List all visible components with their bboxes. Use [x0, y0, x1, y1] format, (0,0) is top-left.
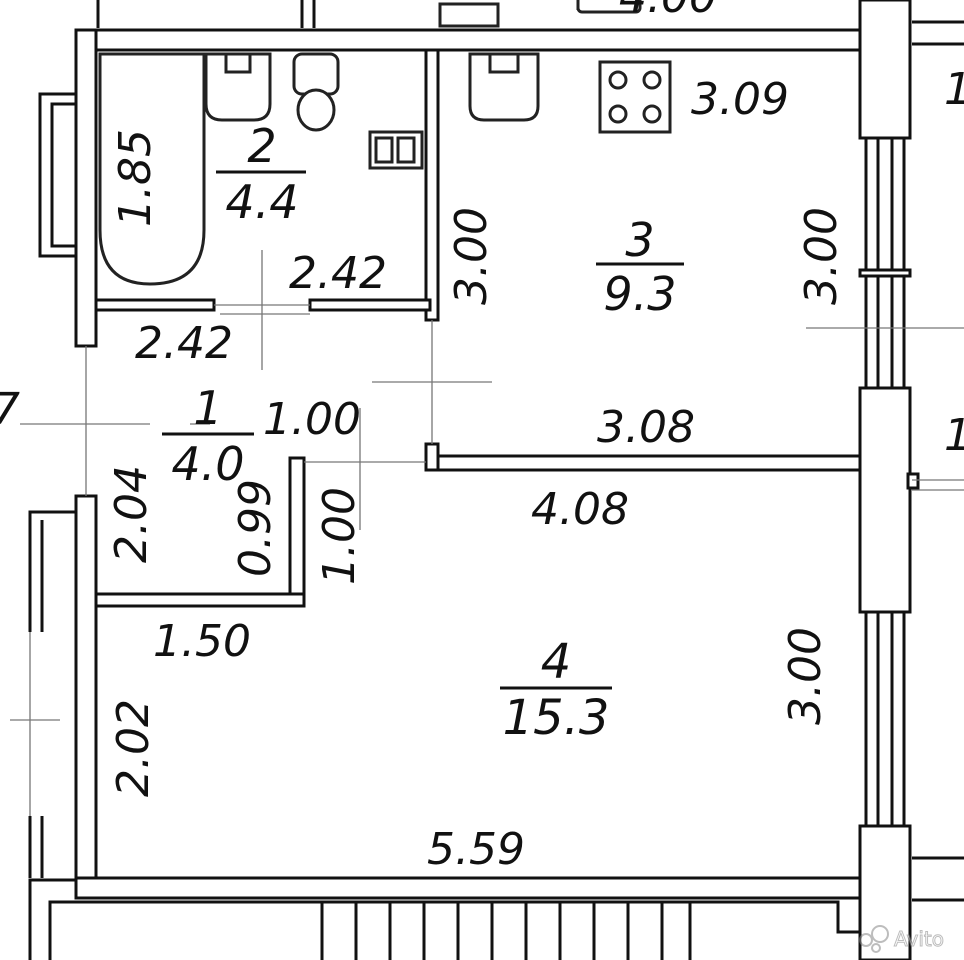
- bathroom-fixtures: [98, 52, 424, 286]
- room-3-label: 3 9.3: [596, 213, 684, 321]
- room-3-number: 3: [625, 213, 654, 267]
- room-1-number: 1: [193, 381, 222, 435]
- partitions: [85, 48, 862, 608]
- dim-hall-height: 2.04: [106, 465, 157, 563]
- dim-room-left-step: 1.50: [153, 616, 251, 667]
- balcony: [28, 878, 860, 960]
- dim-kitchen-left: 3.00: [446, 207, 497, 305]
- room-2-area: 4.4: [225, 175, 298, 229]
- edge-label-right-top: 1: [944, 64, 964, 115]
- meter-box-icon: [368, 130, 424, 170]
- kitchen-fixtures: [468, 52, 672, 134]
- dim-room-top: 4.08: [531, 484, 629, 535]
- edge-label-left: 7: [0, 384, 20, 435]
- dim-hall-notch: 0.99: [230, 479, 281, 577]
- guide-lines: [20, 250, 492, 530]
- room-1-label: 1 4.0: [162, 381, 254, 491]
- dim-room-bottom: 5.59: [427, 824, 525, 875]
- top-neighbour-strip: [96, 0, 642, 28]
- dim-bath-height: 1.85: [110, 129, 161, 227]
- dim-room-notch: 1.00: [314, 487, 365, 585]
- dim-bath-width-inner: 2.42: [289, 248, 387, 299]
- room-2-number: 2: [247, 119, 276, 173]
- stove-icon: [598, 60, 672, 134]
- right-neighbour-lines: [806, 20, 964, 902]
- kitchen-sink-icon: [468, 52, 540, 122]
- room-3-area: 9.3: [603, 267, 676, 321]
- room-4-label: 4 15.3: [500, 634, 612, 746]
- toilet-icon: [292, 52, 340, 132]
- room-1-area: 4.0: [171, 437, 244, 491]
- left-door-frame: [10, 510, 76, 878]
- room-4-number: 4: [541, 634, 572, 690]
- edge-fragments: 7 1 1: [0, 64, 964, 461]
- dim-bath-width-outer: 2.42: [135, 318, 233, 369]
- room-2-label: 2 4.4: [216, 119, 306, 229]
- dim-kitchen-top: 3.09: [691, 74, 789, 125]
- avito-logo-icon: [859, 925, 889, 953]
- bathroom-window: [38, 92, 78, 258]
- dim-kitchen-bottom: 3.08: [597, 402, 695, 453]
- room-4-area: 15.3: [503, 690, 610, 746]
- dim-top-cut: 4.00: [619, 0, 717, 23]
- watermark: Avito: [859, 925, 944, 953]
- dim-kitchen-right: 3.00: [796, 207, 847, 305]
- dim-room-right: 3.00: [780, 627, 831, 725]
- dim-hall-door: 1.00: [263, 394, 361, 445]
- bathroom-sink-icon: [204, 52, 272, 122]
- dim-room-left: 2.02: [108, 699, 159, 797]
- bathtub-icon: [98, 52, 206, 286]
- dimension-labels: 4.00 1.85 2.42 2.42 3.09 3.00 3.00 3.08 …: [106, 0, 847, 875]
- edge-label-right-mid: 1: [944, 410, 964, 461]
- watermark-text: Avito: [894, 927, 944, 951]
